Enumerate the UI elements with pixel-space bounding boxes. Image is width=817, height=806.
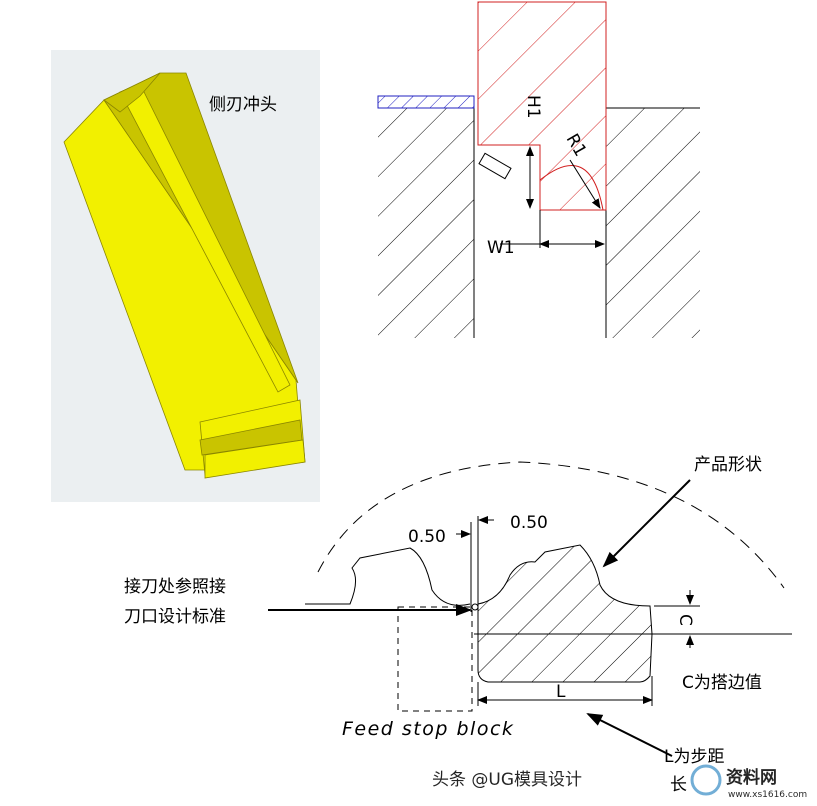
product-arrow <box>602 479 691 568</box>
l-arrow <box>586 713 673 757</box>
ref-label-line2: 刀口设计标准 <box>124 607 226 627</box>
watermark-logo-icon <box>690 764 722 796</box>
w1-dim-label: W1 <box>487 238 515 258</box>
die-right-block <box>606 108 700 338</box>
product-outline-arc <box>317 461 785 589</box>
punch-3d-model <box>63 72 306 479</box>
c-dim-label: C <box>675 614 695 626</box>
punch-label: 侧刃冲头 <box>209 95 277 115</box>
stop-label: Feed stop block <box>342 718 514 740</box>
product-shape <box>477 544 653 635</box>
watermark: 头条 @UG模具设计 资料网 www.xs1616.com <box>432 764 807 800</box>
product-label: 产品形状 <box>694 455 762 475</box>
l-dim-label: L <box>556 682 566 702</box>
footer-fragment: 长 <box>670 775 687 795</box>
watermark-url: www.xs1616.com <box>728 790 807 800</box>
watermark-main: 头条 @UG模具设计 <box>432 770 582 790</box>
slug <box>478 152 512 180</box>
feed-stop-block <box>397 606 473 712</box>
h1-dim-label: H1 <box>523 95 543 119</box>
punch-panel: 侧刃冲头 <box>51 50 320 502</box>
junction-marker <box>471 603 479 611</box>
ref-label-line1: 接刀处参照接 <box>124 577 226 597</box>
section-view: H1 R1 W1 <box>377 1 700 338</box>
watermark-site: 资料网 <box>726 767 777 788</box>
carrier-body <box>477 633 653 683</box>
die-left-block <box>378 108 474 338</box>
punch-end-face <box>204 439 306 479</box>
dim-left-label: 0.50 <box>408 527 446 547</box>
layout-view: 0.50 0.50 接刀处参照接 刀口设计标准 产品形状 C C为搭边值 L L… <box>124 455 792 795</box>
c-label: C为搭边值 <box>682 673 762 693</box>
product-profile-left <box>305 547 471 606</box>
l-label: L为步距 <box>664 747 724 767</box>
dim-right-label: 0.50 <box>510 513 548 533</box>
punch-top-notch <box>103 72 161 113</box>
r1-leader <box>569 159 601 209</box>
strip-section <box>377 95 475 109</box>
r1-arc <box>539 164 604 211</box>
